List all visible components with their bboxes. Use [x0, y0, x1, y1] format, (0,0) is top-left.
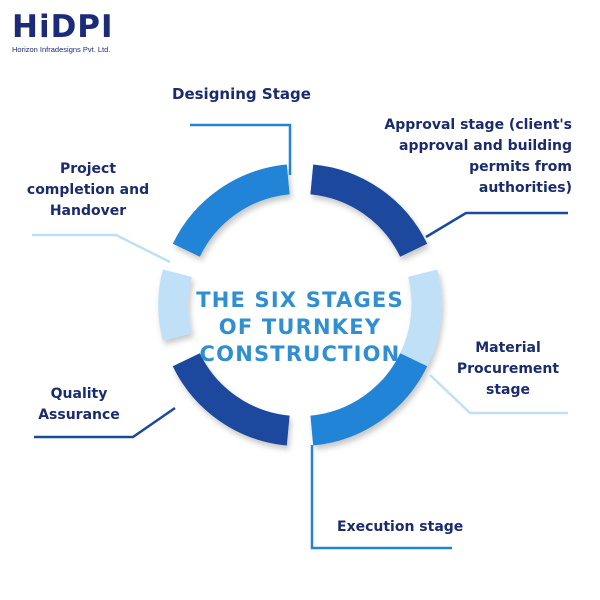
- arc-execution: [309, 352, 428, 446]
- arc-quality: [172, 352, 291, 446]
- title-line-2: OF TURNKEY: [218, 315, 382, 339]
- stage-approval-label: Approval stage (client's approval and bu…: [384, 117, 572, 196]
- diagram-title: THE SIX STAGES OF TURNKEY CONSTRUCTION: [170, 287, 430, 368]
- stage-quality-label: Quality Assurance: [38, 386, 120, 423]
- connector-material: [429, 374, 568, 415]
- stage-material-label: Material Procurement stage: [456, 340, 560, 398]
- connector-completion: [32, 233, 171, 264]
- logo-company-name: Horizon Infradesigns Pvt. Ltd.: [12, 45, 111, 54]
- title-line-3: CONSTRUCTION: [199, 342, 401, 366]
- connector-quality: [34, 406, 176, 439]
- arc-material: [400, 269, 442, 367]
- connector-approval: [425, 211, 568, 239]
- stage-designing-label: Designing Stage: [172, 85, 311, 103]
- stage-execution-label: Execution stage: [337, 519, 464, 535]
- company-logo: HiDPI Horizon Infradesigns Pvt. Ltd.: [12, 9, 114, 55]
- stage-completion-label: Project completion and Handover: [26, 161, 150, 219]
- arc-designing: [172, 164, 291, 258]
- connector-execution: [310, 445, 452, 550]
- connector-designing: [190, 123, 292, 175]
- arc-completion: [158, 269, 192, 341]
- title-line-1: THE SIX STAGES: [196, 288, 404, 312]
- arc-approval: [309, 164, 428, 258]
- logo-wordmark: HiDPI: [12, 9, 114, 45]
